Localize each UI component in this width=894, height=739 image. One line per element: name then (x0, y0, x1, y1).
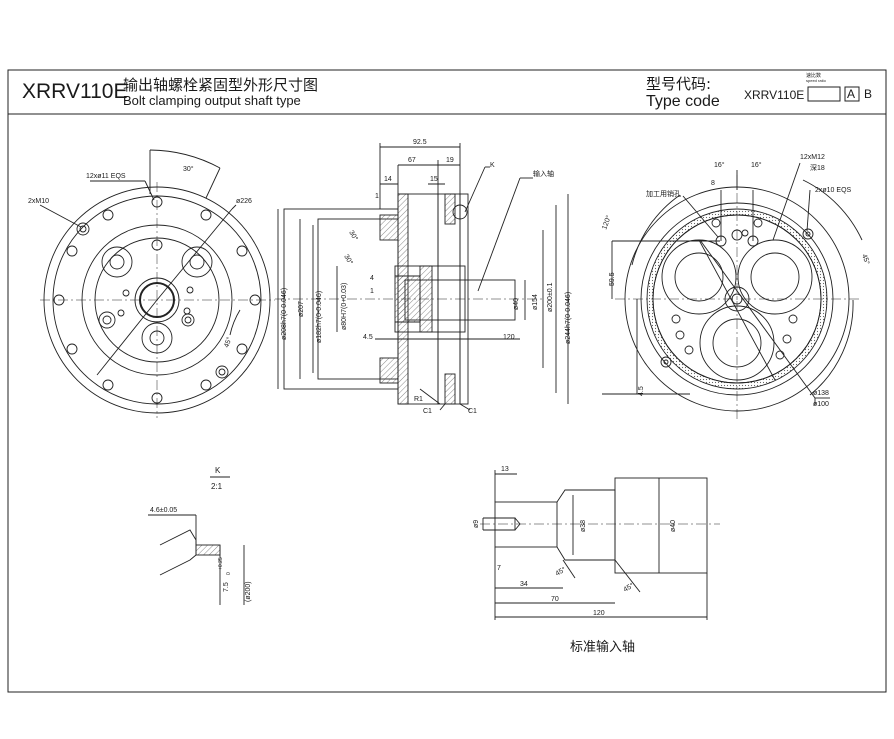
section-view (275, 143, 569, 411)
title-chinese: 输出轴螺栓紧固型外形尺寸图 (123, 76, 319, 94)
frame (7, 69, 887, 693)
code-option-a: A (847, 87, 856, 101)
code-prefix: XRRV110E (744, 88, 805, 102)
rear-view (602, 162, 863, 420)
model-title: XRRV110E (22, 80, 128, 103)
code-option-b: B (864, 87, 873, 101)
detail-k (148, 476, 245, 605)
front-view (39, 149, 275, 418)
ratio-label-en: speed ratio (806, 78, 826, 83)
standard-input-shaft-caption: 标准输入轴 (570, 640, 636, 655)
title-english: Bolt clamping output shaft type (123, 93, 301, 108)
ratio-label-cn: 速比数 (806, 73, 822, 79)
input-shaft-view (480, 470, 720, 620)
type-code-chinese: 型号代码: (646, 75, 712, 93)
type-code-english: Type code (646, 93, 720, 110)
